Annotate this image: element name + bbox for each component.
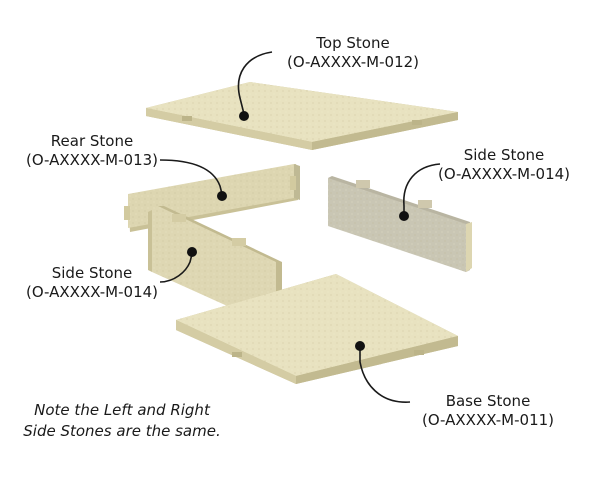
- base-stone-label: Base Stone (O-AXXXX-M-011): [392, 392, 584, 430]
- left-side-stone-label: Side Stone (O-AXXXX-M-014): [2, 264, 182, 302]
- note-line-1: Note the Left and Right: [34, 401, 210, 419]
- rear-stone-marker: [217, 191, 227, 201]
- left-side-stone-name: Side Stone: [51, 264, 133, 282]
- base-stone-slab: [176, 274, 458, 384]
- right-side-stone-leader: [403, 163, 441, 214]
- top-stone-label: Top Stone (O-AXXXX-M-012): [262, 34, 444, 72]
- right-side-stone-slab: [328, 176, 472, 272]
- rear-stone-name: Rear Stone: [50, 132, 134, 150]
- left-side-stone-part-number: (O-AXXXX-M-014): [25, 283, 159, 301]
- side-stones-note: Note the Left and Right Side Stones are …: [2, 400, 242, 442]
- top-stone-name: Top Stone: [316, 34, 390, 52]
- rear-stone-leader: [159, 159, 223, 195]
- right-side-stone-marker: [399, 211, 409, 221]
- right-side-stone-part-number: (O-AXXXX-M-014): [437, 165, 571, 183]
- left-side-stone-marker: [187, 247, 197, 257]
- right-side-stone-label: Side Stone (O-AXXXX-M-014): [414, 146, 594, 184]
- top-stone-marker: [239, 111, 249, 121]
- note-line-2: Side Stones are the same.: [23, 422, 221, 440]
- leader-lines: [159, 51, 441, 403]
- top-stone-leader: [237, 51, 273, 115]
- right-side-stone-name: Side Stone: [463, 146, 545, 164]
- base-stone-marker: [355, 341, 365, 351]
- top-stone-slab: [146, 82, 458, 150]
- left-side-stone-leader: [159, 253, 193, 283]
- left-side-stone-slab: [148, 206, 282, 328]
- base-stone-leader: [359, 348, 411, 403]
- rear-stone-label: Rear Stone (O-AXXXX-M-013): [2, 132, 182, 170]
- top-stone-part-number: (O-AXXXX-M-012): [286, 53, 420, 71]
- marker-dots: [187, 111, 409, 351]
- base-stone-part-number: (O-AXXXX-M-011): [421, 411, 555, 429]
- base-stone-name: Base Stone: [445, 392, 531, 410]
- rear-stone-part-number: (O-AXXXX-M-013): [25, 151, 159, 169]
